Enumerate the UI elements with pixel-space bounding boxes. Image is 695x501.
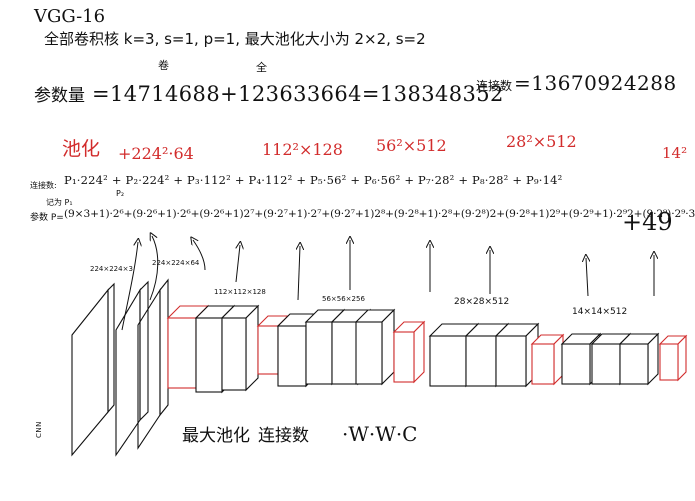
arrow-4 (235, 245, 240, 283)
connection-total: =13670924288 (514, 71, 677, 95)
connections-legend: 连接数 (258, 426, 309, 446)
pool-term-2: 112²×128 (262, 140, 343, 159)
arrow-3 (193, 240, 206, 271)
label-conv4: 28×28×512 (454, 297, 510, 307)
param-label: 参数量 (34, 86, 85, 106)
conv-block (618, 332, 660, 386)
pool-term-1: +224²·64 (118, 144, 194, 163)
param-row-label: 参数 P= (30, 213, 64, 223)
param-expression: =14714688+123633664=138348352 (92, 82, 504, 106)
pool-term-5: 14² (662, 144, 688, 162)
config-line: 全部卷积核 k=3, s=1, p=1, 最大池化大小为 2×2, s=2 (44, 30, 426, 48)
pool-term-4: 28²×512 (506, 132, 577, 151)
conn-row-expression: P₁·224² + P₂·224² + P₃·112² + P₄·112² + … (64, 173, 563, 187)
input-slab (71, 288, 109, 457)
conv-block (220, 304, 260, 392)
label-juan: 卷 (158, 59, 169, 72)
note-p1: 记为 P₁ (46, 198, 73, 207)
param-row-tail: +49 (622, 208, 673, 236)
input-slab-side (107, 282, 115, 414)
note-p2: P₂ (116, 189, 125, 198)
conn-row-label: 连接数: (30, 181, 57, 190)
conv1-slab-a (115, 288, 141, 457)
maxpool-legend: 最大池化 (182, 426, 250, 446)
bottom-formula: ·W·W·C (342, 422, 418, 446)
param-row-expression: (9×3+1)·2⁶+(9·2⁶+1)·2⁶+(9·2⁶+1)2⁷+(9·2⁷+… (64, 208, 695, 220)
vgg-diagram (71, 0, 688, 457)
pool-label: 池化 (62, 138, 101, 160)
label-quan: 全 (256, 61, 267, 74)
label-conv5: 14×14×512 (572, 307, 628, 317)
pool-term-3: 56²×512 (376, 136, 447, 155)
arrow-1 (121, 242, 138, 331)
conv1-slab-a-side (139, 280, 149, 422)
arrow-2 (149, 236, 159, 301)
conv1-slab-b-side (159, 278, 169, 417)
conv1-slab-b (137, 288, 161, 450)
label-input: 224×224×3 (90, 265, 133, 273)
label-conv1: 224×224×64 (152, 259, 200, 267)
arrow-5 (298, 246, 300, 301)
side-note: CNN (35, 421, 43, 438)
label-conv3: 56×56×256 (322, 295, 365, 303)
maxpool-block (392, 320, 426, 384)
connection-label: 连接数 (476, 79, 513, 93)
page-title: VGG-16 (34, 6, 106, 27)
maxpool-block (658, 334, 688, 382)
arrow-9 (586, 258, 588, 297)
maxpool-block (530, 333, 565, 386)
conv-block (354, 308, 396, 386)
label-conv2: 112×112×128 (214, 288, 266, 296)
